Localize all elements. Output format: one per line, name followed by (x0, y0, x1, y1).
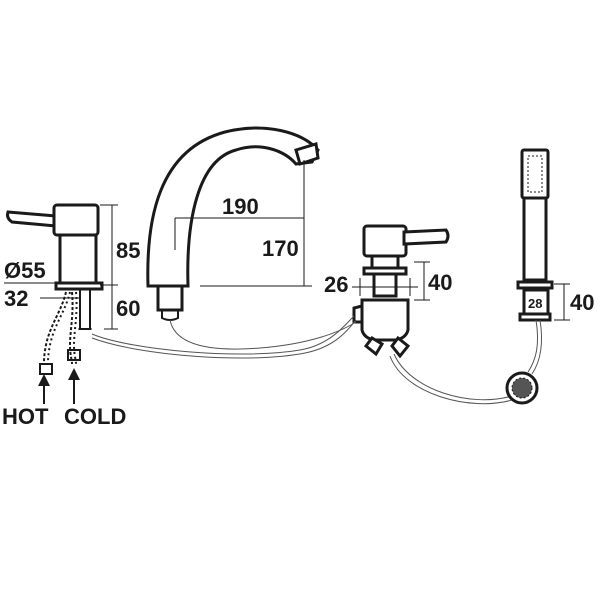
mixer-lever (6, 210, 58, 228)
handset-spray-face (527, 155, 543, 193)
diverter-outlet-lower-right (390, 335, 411, 359)
basin-mixer (6, 203, 104, 330)
bath-spout (146, 126, 320, 321)
handset-dimension-lines (554, 283, 570, 321)
diverter-handle-hub (362, 224, 408, 258)
mixer-tail (79, 288, 91, 330)
mixer-lever-hub (52, 203, 100, 237)
mixer-height-label: 85 (116, 238, 140, 263)
connecting-hoses (91, 315, 543, 405)
handset-holder-top (516, 280, 554, 290)
hose-handset-drop (527, 319, 539, 373)
mixer-body (58, 233, 98, 287)
spout-dimension-lines (174, 160, 312, 287)
shower-handset (516, 148, 554, 322)
hot-label: HOT (2, 404, 49, 429)
cold-hose (68, 291, 74, 365)
hot-arrow-icon (38, 374, 50, 386)
hot-hose (43, 291, 67, 365)
handset-holder-base (518, 312, 552, 322)
mixer-dimension-lines (4, 204, 118, 330)
tail-diameter-label: 32 (4, 286, 28, 311)
cold-label: COLD (64, 404, 126, 429)
diverter-lever (402, 228, 450, 246)
braided-hoses (39, 291, 81, 375)
spout-reach-label: 190 (222, 194, 259, 219)
handset-height-label: 40 (570, 290, 594, 315)
diverter-width-label: 26 (324, 272, 348, 297)
hose-diverter-to-handset (393, 353, 513, 401)
cold-connector (67, 349, 81, 361)
diverter-outlet-left (352, 304, 364, 324)
diverter-dimension-lines (352, 261, 430, 301)
diverter-outlet-lower-left (363, 336, 385, 357)
diverter-block (360, 298, 410, 342)
mixer-diameter-label: Ø55 (4, 258, 46, 283)
spout-height-label: 170 (262, 236, 299, 261)
handset-diameter-label: 28 (528, 296, 542, 311)
diverter-height-label: 40 (428, 270, 452, 295)
tail-length-label: 60 (116, 296, 140, 321)
hose-coil (505, 371, 539, 405)
handset-handle (522, 196, 548, 282)
cold-arrow-icon (68, 368, 80, 380)
diverter-valve (352, 224, 450, 359)
spout-nozzle (294, 142, 320, 166)
supply-arrows (38, 368, 80, 404)
hose-spout-inlet (169, 319, 357, 350)
handset-head (520, 148, 550, 200)
diverter-body (372, 272, 398, 298)
hot-connector (39, 363, 53, 375)
spout-base (156, 284, 184, 312)
